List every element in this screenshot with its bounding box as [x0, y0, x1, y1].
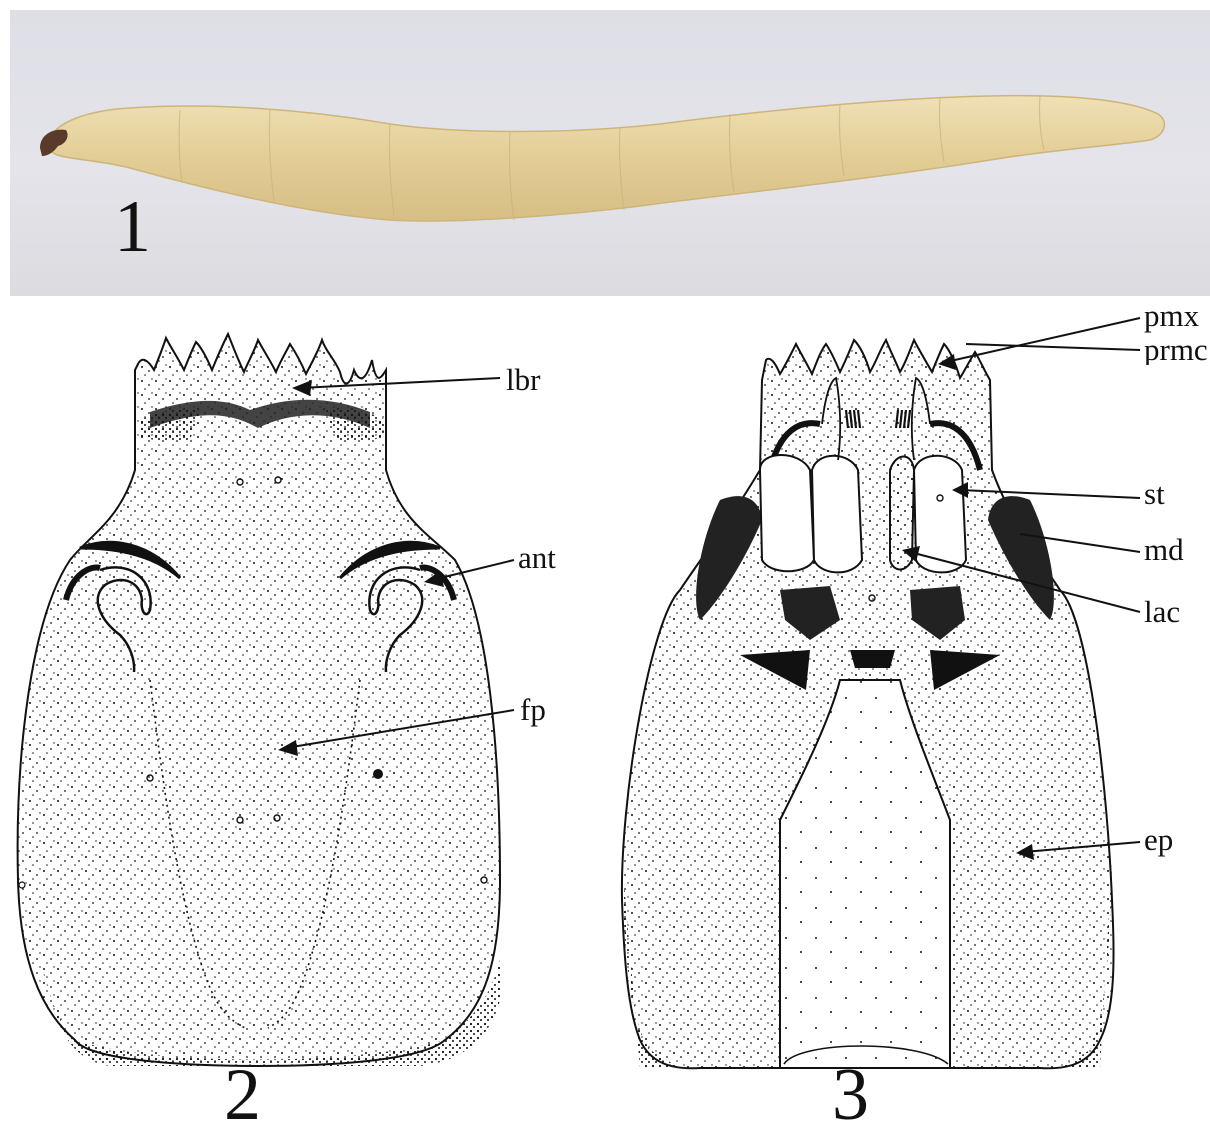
label-ant: ant	[518, 542, 556, 573]
label-lac: lac	[1144, 596, 1180, 627]
label-ep: ep	[1144, 824, 1173, 855]
label-lbr: lbr	[506, 364, 540, 395]
figure-2-drawing	[18, 334, 514, 1066]
label-st: st	[1144, 478, 1165, 509]
figure-number-2: 2	[224, 1058, 261, 1132]
label-prmc: prmc	[1144, 334, 1210, 365]
figure-number-3: 3	[832, 1058, 869, 1132]
label-pmx: pmx	[1144, 300, 1199, 331]
label-md: md	[1144, 534, 1184, 565]
figure-3-drawing	[622, 318, 1140, 1068]
label-fp: fp	[520, 694, 546, 725]
